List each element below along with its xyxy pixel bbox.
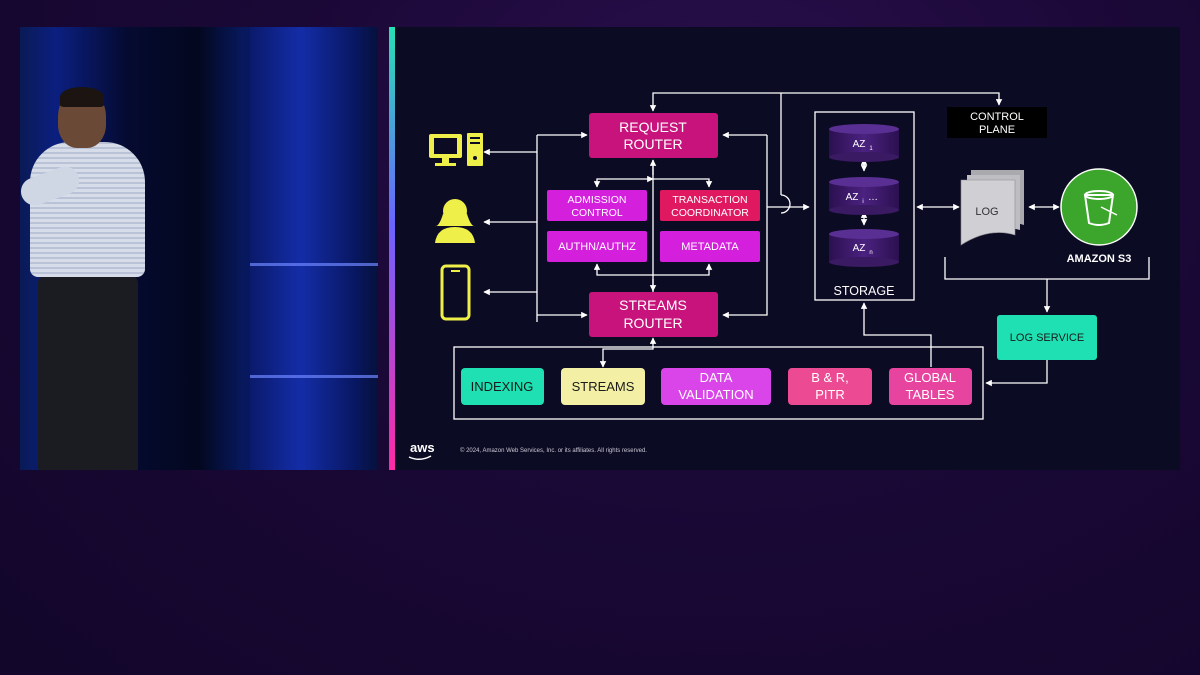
storage-label: STORAGE <box>834 284 895 298</box>
streams-router-label-1: STREAMS <box>619 297 687 313</box>
svg-text:CONTROL: CONTROL <box>970 111 1024 123</box>
svg-text:INDEXING: INDEXING <box>471 379 534 394</box>
arrow-admission <box>593 175 654 188</box>
svg-text:B & R,: B & R, <box>811 370 849 385</box>
svg-text:n: n <box>869 250 872 256</box>
mobile-phone-icon <box>440 264 471 321</box>
amazon-s3-label: AMAZON S3 <box>1067 253 1132 265</box>
control-plane-link <box>649 92 1003 112</box>
request-router-label-2: ROUTER <box>623 136 682 152</box>
svg-text:DATA: DATA <box>700 370 733 385</box>
metadata-box: METADATA <box>660 231 760 262</box>
svg-text:i: i <box>862 199 863 205</box>
stage-rail <box>250 375 378 378</box>
log-service-box: LOG SERVICE <box>997 315 1097 360</box>
log-label: LOG <box>975 206 998 218</box>
svg-text:AZ: AZ <box>846 192 859 203</box>
azi-cylinder: AZ i … <box>829 177 899 215</box>
request-router-label-1: REQUEST <box>619 119 687 135</box>
line-hop <box>780 194 791 214</box>
data-validation-box: DATA VALIDATION <box>661 368 771 405</box>
authn-authz-box: AUTHN/AUTHZ <box>547 231 647 262</box>
svg-text:AUTHN/AUTHZ: AUTHN/AUTHZ <box>558 241 636 253</box>
speaker-figure <box>60 87 104 107</box>
request-router-box: REQUEST ROUTER <box>589 113 718 158</box>
transaction-coordinator-box: TRANSACTION COORDINATOR <box>660 190 760 221</box>
streams-router-label-2: ROUTER <box>623 315 682 331</box>
streams-router-box: STREAMS ROUTER <box>589 292 718 337</box>
svg-text:VALIDATION: VALIDATION <box>678 387 753 402</box>
svg-text:…: … <box>868 192 878 203</box>
svg-text:PITR: PITR <box>815 387 845 402</box>
svg-text:GLOBAL: GLOBAL <box>904 370 956 385</box>
svg-text:TRANSACTION: TRANSACTION <box>672 194 747 206</box>
svg-text:TABLES: TABLES <box>906 387 955 402</box>
admission-control-box: ADMISSION CONTROL <box>547 190 647 221</box>
features-container <box>453 346 984 420</box>
arrow-streams-from-storage <box>722 135 768 319</box>
az1-cylinder: AZ 1 <box>829 124 899 162</box>
global-tables-box: GLOBAL TABLES <box>889 368 972 405</box>
svg-text:AZ: AZ <box>853 243 866 254</box>
svg-text:AZ: AZ <box>853 139 866 150</box>
arrow-transaction <box>653 178 713 188</box>
svg-text:1: 1 <box>869 146 873 152</box>
presentation-slide: REQUEST ROUTER STREAMS ROUTER ADMISSION … <box>389 27 1180 470</box>
aws-logo-smile <box>408 455 432 460</box>
svg-text:METADATA: METADATA <box>681 241 739 253</box>
svg-text:LOG SERVICE: LOG SERVICE <box>1010 332 1084 344</box>
azn-cylinder: AZ n <box>829 229 899 267</box>
copyright-text: © 2024, Amazon Web Services, Inc. or its… <box>460 447 647 454</box>
speaker-figure <box>38 275 138 470</box>
control-plane-box: CONTROL PLANE <box>947 107 1047 138</box>
streams-box: STREAMS <box>561 368 645 405</box>
desktop-computer-icon <box>429 133 483 166</box>
arrow-authn <box>593 263 653 276</box>
storage-global-link <box>860 302 932 367</box>
stage-rail <box>250 263 378 266</box>
aws-logo: aws <box>410 440 435 455</box>
log-stack-icon: LOG <box>960 170 1024 246</box>
arrow-metadata <box>653 263 713 276</box>
svg-text:COORDINATOR: COORDINATOR <box>671 207 749 219</box>
architecture-diagram: REQUEST ROUTER STREAMS ROUTER ADMISSION … <box>408 92 1150 460</box>
storage-box: STORAGE <box>814 111 915 301</box>
svg-text:ADMISSION: ADMISSION <box>568 194 627 206</box>
svg-text:STREAMS: STREAMS <box>572 379 635 394</box>
stage-curtain <box>250 27 378 470</box>
person-icon <box>435 199 475 243</box>
slide-accent-bar <box>389 27 395 470</box>
svg-text:PLANE: PLANE <box>979 124 1015 136</box>
connectors <box>483 92 1150 387</box>
speaker-figure <box>30 142 145 277</box>
arrow-to-global-tables <box>985 359 1048 387</box>
amazon-s3-icon <box>1060 168 1138 246</box>
speaker-video-feed <box>20 27 378 470</box>
streams-to-features <box>599 337 657 368</box>
indexing-box: INDEXING <box>461 368 544 405</box>
b-r-pitr-box: B & R, PITR <box>788 368 872 405</box>
svg-text:CONTROL: CONTROL <box>571 207 622 219</box>
